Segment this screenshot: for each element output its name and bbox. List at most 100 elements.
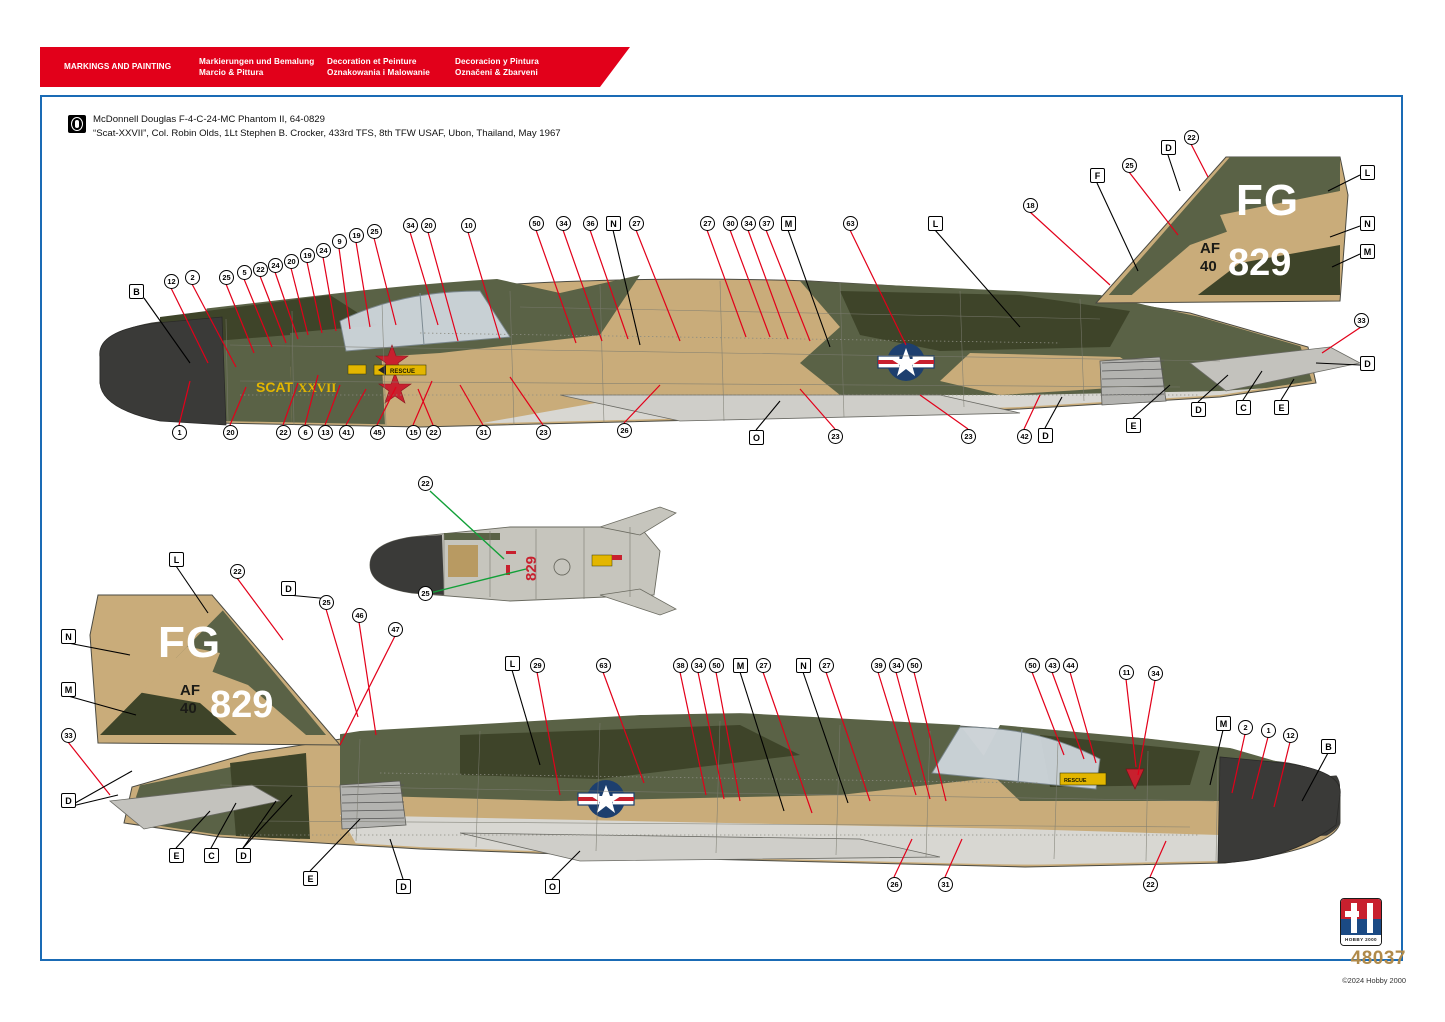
- callout-part-34: 34: [1148, 666, 1163, 681]
- callout-part-50: 50: [907, 658, 922, 673]
- callout-part-47: 47: [388, 622, 403, 637]
- view-port-profile: FG AF 40 829 RESCUE: [89, 594, 1341, 868]
- banner-text-es: Decoracion y Pintura: [455, 56, 539, 66]
- leader-lines-red-2: [67, 577, 1291, 878]
- callout-part-15: 15: [406, 425, 421, 440]
- callout-part-26: 26: [887, 877, 902, 892]
- callout-part-22: 22: [426, 425, 441, 440]
- banner-text-it: Marcio & Pittura: [199, 68, 264, 77]
- callout-part-2: 2: [185, 270, 200, 285]
- callout-part-31: 31: [938, 877, 953, 892]
- callout-part-27: 27: [756, 658, 771, 673]
- callout-part-50: 50: [709, 658, 724, 673]
- callout-part-34: 34: [403, 218, 418, 233]
- callout-color-C: C: [1236, 400, 1251, 415]
- callout-part-13: 13: [318, 425, 333, 440]
- callout-part-22: 22: [1184, 130, 1199, 145]
- tail-code-40-2: 40: [180, 700, 197, 717]
- radome: [99, 316, 227, 426]
- exhaust-nozzle: [1099, 356, 1167, 406]
- callout-color-M: M: [61, 682, 76, 697]
- kit-number: 48037: [1350, 948, 1406, 969]
- tail-code-fg-2: FG: [158, 618, 221, 667]
- banner-col-en: MARKINGS AND PAINTING: [64, 61, 199, 73]
- tail-serial-829-2: 829: [210, 684, 273, 726]
- aircraft-type-line: McDonnell Douglas F-4-C-24-MC Phantom II…: [93, 114, 325, 125]
- leader-detail-2: [429, 568, 527, 594]
- callout-part-50: 50: [1025, 658, 1040, 673]
- callout-part-50: 50: [529, 216, 544, 231]
- banner-text-de: Markierungen und Bemalung: [199, 56, 315, 66]
- callout-part-27: 27: [700, 216, 715, 231]
- callout-part-46: 46: [352, 608, 367, 623]
- callout-part-37: 37: [759, 216, 774, 231]
- callout-color-M: M: [1216, 716, 1231, 731]
- detail-panel-tan: [448, 545, 478, 577]
- callout-color-F: F: [1090, 168, 1105, 183]
- callout-color-M: M: [781, 216, 796, 231]
- banner-text-cz: Označeni & Zbarveni: [455, 68, 538, 77]
- callout-part-25: 25: [1122, 158, 1137, 173]
- callout-color-C: C: [204, 848, 219, 863]
- national-insignia: [877, 343, 935, 381]
- detail-decal-yellow: [591, 554, 613, 567]
- callout-color-N: N: [1360, 216, 1375, 231]
- national-insignia-2: [577, 780, 635, 818]
- callout-color-N: N: [61, 629, 76, 644]
- content-frame: [40, 95, 1403, 961]
- callout-part-34: 34: [556, 216, 571, 231]
- callout-color-D: D: [1161, 140, 1176, 155]
- callout-part-6: 6: [298, 425, 313, 440]
- callout-color-O: O: [545, 879, 560, 894]
- banner-col-de-it: Markierungen und Bemalung Marcio & Pittu…: [199, 56, 327, 79]
- panel-lines-2: [219, 720, 1219, 862]
- callout-part-33: 33: [61, 728, 76, 743]
- rescue-marking: RESCUE: [347, 364, 427, 376]
- callout-part-22: 22: [230, 564, 245, 579]
- callout-part-19: 19: [300, 248, 315, 263]
- callout-part-45: 45: [370, 425, 385, 440]
- rivet-lines-2: [240, 772, 1200, 836]
- callout-part-63: 63: [843, 216, 858, 231]
- callout-part-63: 63: [596, 658, 611, 673]
- radome-2: [1217, 756, 1341, 864]
- callout-part-1: 1: [1261, 723, 1276, 738]
- callout-color-D: D: [281, 581, 296, 596]
- callout-part-41: 41: [339, 425, 354, 440]
- callout-color-D: D: [61, 793, 76, 808]
- view-nose-plan-detail: 829: [369, 490, 677, 616]
- subject-heading: McDonnell Douglas F-4-C-24-MC Phantom II…: [68, 113, 561, 141]
- callout-part-25: 25: [319, 595, 334, 610]
- callout-part-38: 38: [673, 658, 688, 673]
- hobby2000-logo: HOBBY 2000: [1340, 898, 1382, 950]
- callout-part-24: 24: [316, 243, 331, 258]
- callout-color-D: D: [236, 848, 251, 863]
- callout-part-19: 19: [349, 228, 364, 243]
- callout-part-39: 39: [871, 658, 886, 673]
- callout-color-D: D: [396, 879, 411, 894]
- callout-part-24: 24: [268, 258, 283, 273]
- leader-lines-black: [143, 154, 1361, 431]
- detail-radome: [370, 535, 444, 595]
- callout-color-E: E: [1126, 418, 1141, 433]
- canopy: [339, 290, 511, 352]
- warning-triangle-icon: [1125, 768, 1145, 790]
- detail-decal-red-2: [506, 565, 510, 575]
- callout-part-18: 18: [1023, 198, 1038, 213]
- callout-part-12: 12: [1283, 728, 1298, 743]
- callout-color-N: N: [796, 658, 811, 673]
- callout-part-25: 25: [219, 270, 234, 285]
- callout-part-44: 44: [1063, 658, 1078, 673]
- callout-color-L: L: [928, 216, 943, 231]
- detail-hatch: [553, 558, 571, 576]
- detail-wing-root: [598, 506, 677, 536]
- callout-part-29: 29: [530, 658, 545, 673]
- callout-color-L: L: [169, 552, 184, 567]
- callout-part-23: 23: [536, 425, 551, 440]
- callout-part-27: 27: [629, 216, 644, 231]
- callout-part-27: 27: [819, 658, 834, 673]
- callout-color-B: B: [129, 284, 144, 299]
- aircraft-profile-svg: FG AF 40 829 SCAT XXVII RESCUE: [67, 143, 1362, 880]
- callout-part-34: 34: [741, 216, 756, 231]
- banner-col-es-cz: Decoracion y Pintura Označeni & Zbarveni: [455, 56, 595, 79]
